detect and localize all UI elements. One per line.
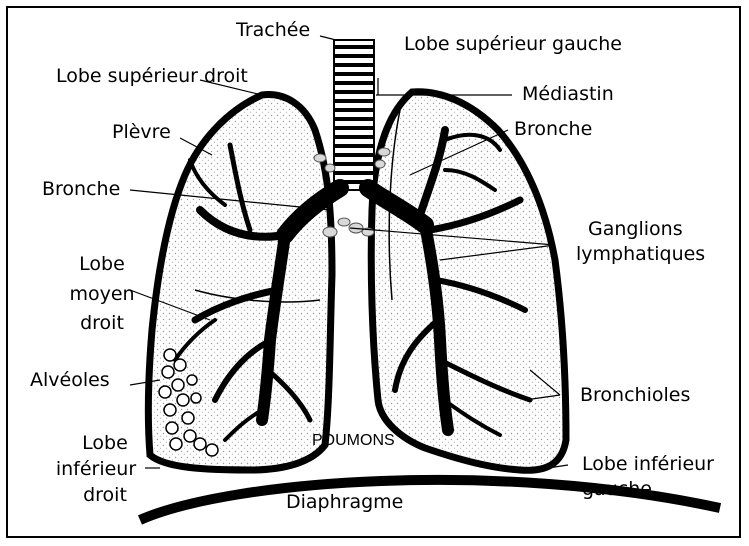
label-mediastin: Médiastin — [522, 84, 614, 106]
label-bronche-left: Bronche — [42, 179, 120, 201]
label-lobe-moyen-line1: Lobe — [76, 254, 128, 276]
label-lobe-inferieur-gauche-line2: gauche — [582, 479, 652, 501]
label-alveoles: Alvéoles — [30, 370, 110, 392]
label-bronchioles: Bronchioles — [580, 385, 690, 407]
trachea — [334, 40, 374, 190]
label-ganglions-line2: lymphatiques — [576, 244, 705, 266]
label-lobe-moyen-line2: moyen — [64, 284, 140, 306]
label-lobe-inferieur-droit-line2: inférieur — [46, 459, 146, 481]
label-plevre: Plèvre — [112, 122, 171, 144]
label-lobe-inferieur-droit-line3: droit — [72, 485, 138, 507]
label-diaphragme: Diaphragme — [286, 492, 403, 514]
label-lobe-superieur-gauche: Lobe supérieur gauche — [404, 34, 622, 56]
label-bronche-right: Bronche — [514, 119, 592, 141]
label-lobe-moyen-line3: droit — [76, 313, 128, 335]
label-lobe-inferieur-gauche-line1: Lobe inférieur — [582, 454, 714, 476]
label-lobe-superieur-droit: Lobe supérieur droit — [56, 66, 248, 88]
label-ganglions-line1: Ganglions — [588, 219, 683, 241]
label-poumons: POUMONS — [312, 432, 395, 450]
label-lobe-inferieur-droit-line1: Lobe — [72, 433, 138, 455]
label-trachea: Trachée — [236, 20, 310, 42]
